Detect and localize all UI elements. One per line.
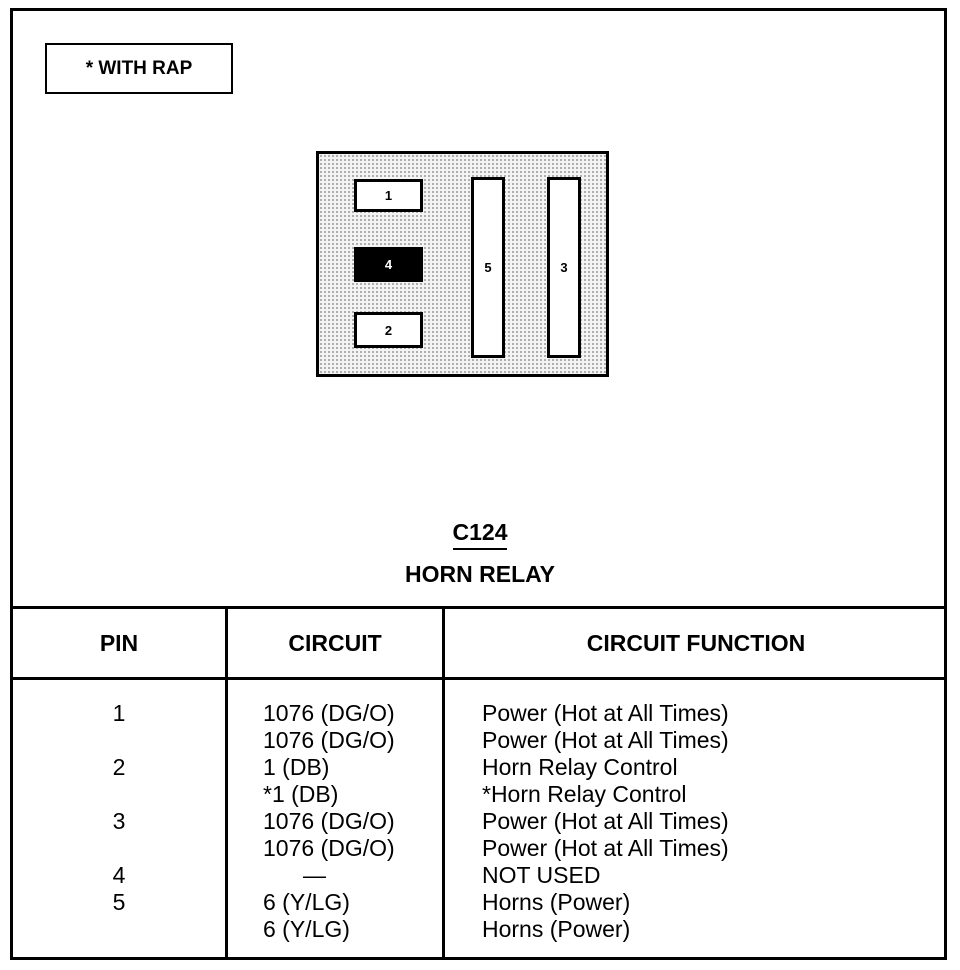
- table-cell: *Horn Relay Control: [482, 781, 687, 807]
- table-cell: *1 (DB): [263, 781, 339, 807]
- header-circuit: CIRCUIT: [288, 630, 382, 656]
- pin-3: 3: [547, 177, 581, 358]
- header-circuit-function: CIRCUIT FUNCTION: [586, 630, 806, 656]
- table-cell: 1076 (DG/O): [263, 835, 395, 861]
- circuit-column: 1076 (DG/O) 1076 (DG/O) 1 (DB) *1 (DB) 1…: [263, 700, 395, 943]
- table-top-rule: [10, 606, 947, 609]
- table-cell: 3: [112, 808, 126, 834]
- table-cell: Power (Hot at All Times): [482, 727, 729, 753]
- column-divider: [225, 607, 228, 959]
- column-divider: [442, 607, 445, 959]
- table-cell: 1: [112, 700, 126, 726]
- connector-name: HORN RELAY: [405, 561, 555, 587]
- table-cell: 5: [112, 889, 126, 915]
- table-cell: Horns (Power): [482, 889, 631, 915]
- diagram-frame: [10, 8, 947, 960]
- table-cell: [12, 835, 226, 862]
- table-cell: [12, 916, 226, 943]
- note-box: * WITH RAP: [45, 43, 233, 94]
- pin-2: 2: [354, 312, 423, 348]
- header-rule: [10, 677, 947, 680]
- table-cell: Horn Relay Control: [482, 754, 678, 780]
- table-cell: NOT USED: [482, 862, 601, 888]
- table-cell: 1076 (DG/O): [263, 700, 395, 726]
- table-cell: 4: [112, 862, 126, 888]
- pin-5: 5: [471, 177, 505, 358]
- table-cell: Power (Hot at All Times): [482, 700, 729, 726]
- table-cell: Power (Hot at All Times): [482, 835, 729, 861]
- table-cell: Power (Hot at All Times): [482, 808, 729, 834]
- table-cell: 1076 (DG/O): [263, 808, 395, 834]
- header-pin: PIN: [99, 630, 139, 656]
- table-cell: 6 (Y/LG): [263, 916, 350, 942]
- table-cell: [12, 781, 226, 808]
- connector-face: 1 4 2 5 3: [316, 151, 609, 377]
- table-cell: 6 (Y/LG): [263, 889, 350, 915]
- connector-id: C124: [0, 519, 960, 550]
- pin-4: 4: [354, 247, 423, 282]
- function-column: Power (Hot at All Times) Power (Hot at A…: [482, 700, 729, 943]
- table-cell: 1076 (DG/O): [263, 727, 395, 753]
- table-cell: 1 (DB): [263, 754, 330, 780]
- pin-column: 1 2 3 4 5: [12, 700, 226, 943]
- table-cell: —: [303, 862, 326, 888]
- pin-1: 1: [354, 179, 423, 212]
- table-cell: Horns (Power): [482, 916, 631, 942]
- table-cell: 2: [112, 754, 126, 780]
- table-cell: [12, 727, 226, 754]
